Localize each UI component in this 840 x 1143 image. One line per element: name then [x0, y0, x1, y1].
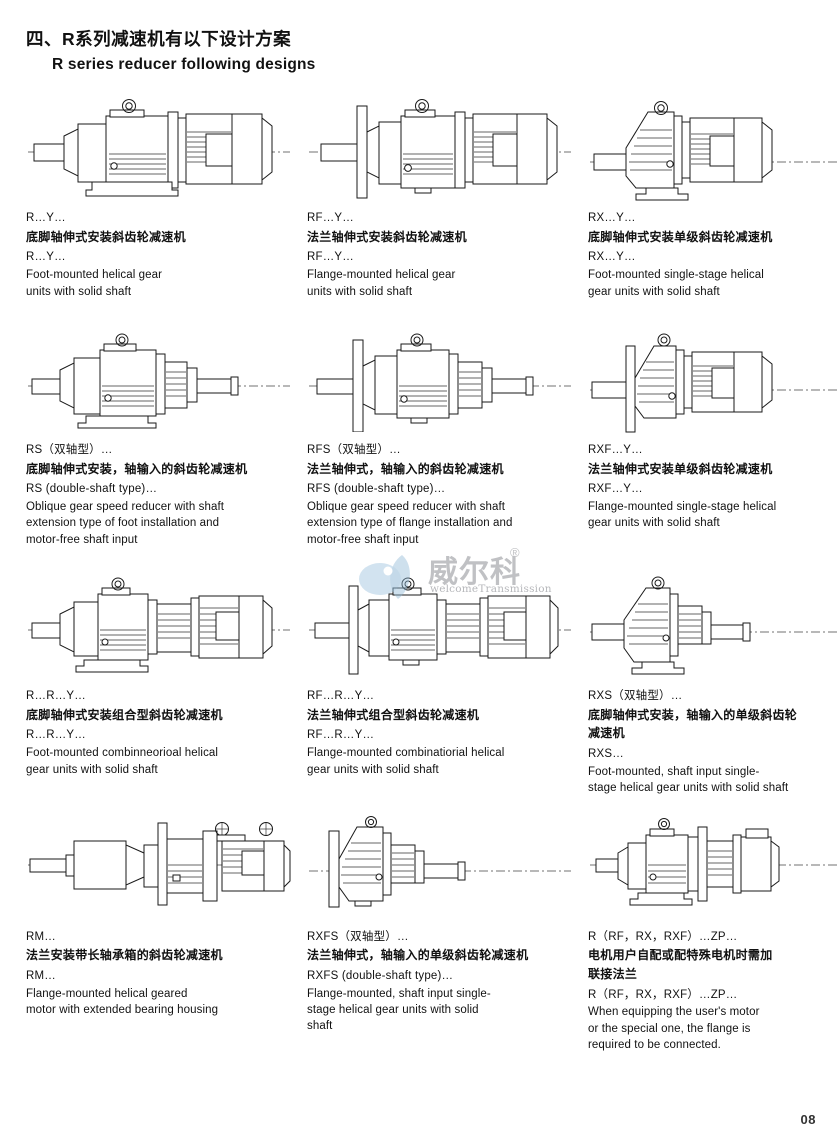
flange-mounted-combination-helical-gear-unit-diagram [307, 574, 571, 684]
r-zp-motor-adapter-flange-diagram [588, 815, 838, 925]
product-desc-cn: 法兰安装带长轴承箱的斜齿轮减速机 [26, 948, 223, 963]
caption-rf-r-y: RF…R…Y… 法兰轴伸式组合型斜齿轮减速机 RF…R…Y… Flange-mo… [307, 684, 562, 778]
product-code-en: R…R…Y… [26, 729, 86, 742]
product-desc-cn: 法兰轴伸式，轴输入的单级斜齿轮减速机 [307, 948, 529, 963]
product-desc-cn: 底脚轴伸式安装斜齿轮减速机 [26, 229, 186, 244]
page-header: 四、R系列减速机有以下设计方案 R series reducer followi… [0, 0, 840, 75]
product-cell-rf-r-y: RF…R…Y… 法兰轴伸式组合型斜齿轮减速机 RF…R…Y… Flange-mo… [285, 574, 571, 796]
caption-rxfs: RXFS（双轴型）… 法兰轴伸式，轴输入的单级斜齿轮减速机 RXFS (doub… [307, 925, 562, 1035]
product-cell-r-y: R…Y… 底脚轴伸式安装斜齿轮减速机 R…Y… Foot-mounted hel… [0, 96, 290, 300]
rs-double-shaft-reducer-diagram [26, 328, 290, 438]
product-desc-cn: 底脚轴伸式安装单级斜齿轮减速机 [588, 229, 773, 244]
product-cell-rs: RS（双轴型）… 底脚轴伸式安装，轴输入的斜齿轮减速机 RS (double-s… [0, 328, 290, 548]
product-cell-rf-y: RF…Y… 法兰轴伸式安装斜齿轮减速机 RF…Y… Flange-mounted… [285, 96, 571, 300]
flange-mounted-helical-gear-unit-diagram [307, 96, 571, 206]
product-desc-en: Flange-mounted, shaft input single- stag… [307, 987, 491, 1033]
caption-rs: RS（双轴型）… 底脚轴伸式安装，轴输入的斜齿轮减速机 RS (double-s… [26, 438, 277, 548]
product-desc-cn: 电机用户自配或配特殊电机时需加 联接法兰 [588, 948, 773, 981]
product-desc-cn: 法兰轴伸式，轴输入的斜齿轮减速机 [307, 461, 504, 476]
caption-rm: RM… 法兰安装带长轴承箱的斜齿轮减速机 RM… Flange-mounted … [26, 925, 277, 1019]
product-desc-en: Foot-mounted, shaft input single- stage … [588, 765, 789, 795]
product-code-en: R…Y… [26, 251, 66, 264]
rxfs-double-shaft-single-stage-reducer-diagram [307, 815, 571, 925]
product-cell-r-r-y: R…R…Y… 底脚轴伸式安装组合型斜齿轮减速机 R…R…Y… Foot-moun… [0, 574, 290, 796]
caption-rf-y: RF…Y… 法兰轴伸式安装斜齿轮减速机 RF…Y… Flange-mounted… [307, 206, 562, 300]
product-desc-cn: 法兰轴伸式组合型斜齿轮减速机 [307, 707, 480, 722]
product-desc-en: Oblique gear speed reducer with shaft ex… [307, 501, 513, 546]
product-desc-en: Flange-mounted helical geared motor with… [26, 987, 219, 1017]
caption-r-y: R…Y… 底脚轴伸式安装斜齿轮减速机 R…Y… Foot-mounted hel… [26, 206, 277, 300]
rxs-double-shaft-single-stage-reducer-diagram [588, 574, 838, 684]
foot-mounted-single-stage-helical-gear-unit-diagram [588, 96, 838, 206]
product-code-en: RXFS (double-shaft type)… [307, 969, 454, 982]
product-code-en: RM… [26, 969, 56, 982]
rm-extended-bearing-housing-diagram [26, 815, 291, 925]
product-desc-en: Flange-mounted helical gear units with s… [307, 269, 456, 298]
product-cell-rxfs: RXFS（双轴型）… 法兰轴伸式，轴输入的单级斜齿轮减速机 RXFS (doub… [285, 815, 571, 1054]
product-desc-cn: 底脚轴伸式安装，轴输入的单级斜齿轮 减速机 [588, 707, 798, 741]
product-desc-en: Oblique gear speed reducer with shaft ex… [26, 501, 225, 546]
product-code-cn: RF…Y… [307, 212, 354, 224]
product-code-cn: RX…Y… [588, 212, 636, 224]
page-title-english: R series reducer following designs [52, 55, 316, 73]
product-code-cn: RFS（双轴型）… [307, 443, 401, 456]
product-desc-en: Foot-mounted combinneorioal helical gear… [26, 747, 219, 776]
caption-r-r-y: R…R…Y… 底脚轴伸式安装组合型斜齿轮减速机 R…R…Y… Foot-moun… [26, 684, 277, 778]
rfs-double-shaft-reducer-diagram [307, 328, 571, 438]
product-code-cn: RS（双轴型）… [26, 443, 113, 456]
page-number: 08 [800, 1112, 816, 1127]
product-code-en: RX…Y… [588, 251, 636, 264]
product-row-3: R…R…Y… 底脚轴伸式安装组合型斜齿轮减速机 R…R…Y… Foot-moun… [0, 574, 840, 796]
product-code-cn: R（RF，RX，RXF）…ZP… [588, 930, 738, 943]
product-desc-en: Flange-mounted single-stage helical gear… [588, 501, 777, 530]
product-desc-en: Flange-mounted combinatiorial helical ge… [307, 747, 505, 776]
product-desc-cn: 底脚轴伸式安装，轴输入的斜齿轮减速机 [26, 461, 248, 476]
product-code-en: RF…Y… [307, 251, 354, 264]
product-code-cn: RXF…Y… [588, 443, 643, 456]
product-code-cn: RXFS（双轴型）… [307, 930, 409, 943]
product-code-en: RF…R…Y… [307, 729, 375, 742]
product-row-1: R…Y… 底脚轴伸式安装斜齿轮减速机 R…Y… Foot-mounted hel… [0, 96, 840, 300]
product-code-en: RXF…Y… [588, 483, 643, 496]
page-title-chinese: 四、R系列减速机有以下设计方案 [26, 29, 292, 49]
product-code-en: R（RF，RX，RXF）…ZP… [588, 988, 738, 1001]
product-desc-en: Foot-mounted single-stage helical gear u… [588, 269, 764, 298]
caption-rxf-y: RXF…Y… 法兰轴伸式安装单级斜齿轮减速机 RXF…Y… Flange-mou… [588, 438, 832, 532]
product-desc-en: When equipping the user's motor or the s… [588, 1006, 760, 1052]
product-cell-rxs: RXS（双轴型）… 底脚轴伸式安装，轴输入的单级斜齿轮 减速机 RXS… Foo… [570, 574, 840, 796]
caption-rxs: RXS（双轴型）… 底脚轴伸式安装，轴输入的单级斜齿轮 减速机 RXS… Foo… [588, 684, 832, 796]
product-cell-rm: RM… 法兰安装带长轴承箱的斜齿轮减速机 RM… Flange-mounted … [0, 815, 291, 1054]
product-code-cn: RXS（双轴型）… [588, 690, 683, 703]
product-cell-rxf-y: RXF…Y… 法兰轴伸式安装单级斜齿轮减速机 RXF…Y… Flange-mou… [570, 328, 840, 548]
product-code-cn: RM… [26, 930, 56, 943]
product-cell-rx-y: RX…Y… 底脚轴伸式安装单级斜齿轮减速机 RX…Y… Foot-mounted… [570, 96, 840, 300]
product-code-cn: R…R…Y… [26, 690, 86, 703]
product-code-cn: R…Y… [26, 212, 66, 224]
foot-mounted-helical-gear-unit-diagram [26, 96, 290, 206]
product-desc-en: Foot-mounted helical gear units with sol… [26, 269, 163, 298]
product-code-en: RS (double-shaft type)… [26, 483, 158, 496]
flange-mounted-single-stage-helical-gear-unit-diagram [588, 328, 838, 438]
product-row-2: RS（双轴型）… 底脚轴伸式安装，轴输入的斜齿轮减速机 RS (double-s… [0, 328, 840, 548]
product-desc-cn: 底脚轴伸式安装组合型斜齿轮减速机 [26, 707, 223, 722]
caption-rx-y: RX…Y… 底脚轴伸式安装单级斜齿轮减速机 RX…Y… Foot-mounted… [588, 206, 832, 300]
product-cell-rfs: RFS（双轴型）… 法兰轴伸式，轴输入的斜齿轮减速机 RFS (double-s… [285, 328, 571, 548]
caption-rfs: RFS（双轴型）… 法兰轴伸式，轴输入的斜齿轮减速机 RFS (double-s… [307, 438, 562, 548]
product-grid: R…Y… 底脚轴伸式安装斜齿轮减速机 R…Y… Foot-mounted hel… [0, 96, 840, 1053]
product-code-cn: RF…R…Y… [307, 690, 375, 703]
foot-mounted-combination-helical-gear-unit-diagram [26, 574, 290, 684]
caption-r-zp: R（RF，RX，RXF）…ZP… 电机用户自配或配特殊电机时需加 联接法兰 R（… [588, 925, 832, 1054]
product-code-en: RXS… [588, 748, 624, 761]
product-cell-r-zp: R（RF，RX，RXF）…ZP… 电机用户自配或配特殊电机时需加 联接法兰 R（… [570, 815, 840, 1054]
product-row-4: RM… 法兰安装带长轴承箱的斜齿轮减速机 RM… Flange-mounted … [0, 815, 840, 1054]
product-code-en: RFS (double-shaft type)… [307, 483, 446, 496]
product-desc-cn: 法兰轴伸式安装斜齿轮减速机 [307, 229, 467, 244]
product-desc-cn: 法兰轴伸式安装单级斜齿轮减速机 [588, 461, 773, 476]
